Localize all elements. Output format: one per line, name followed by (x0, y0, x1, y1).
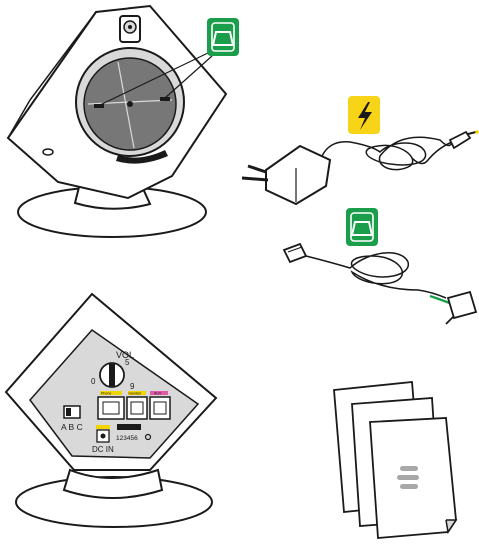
telephone-cable (284, 208, 476, 324)
volume-mark-9: 9 (130, 382, 135, 391)
phone-cord (306, 253, 446, 298)
abc-switch-label: A B C (61, 422, 83, 432)
base-station-rear: VOL 0 5 9 Phone Handset AUX A B C DC IN … (6, 294, 216, 527)
barrel-tip (468, 132, 476, 134)
plug-prong (242, 178, 268, 180)
power-adapter-body (266, 146, 330, 204)
cube-side-hole (43, 149, 53, 155)
phone-cable-badge (346, 208, 378, 246)
port-label-aux: AUX (154, 392, 162, 396)
dc-in-label: DC IN (92, 445, 114, 454)
phone-port-inner (103, 402, 119, 414)
disc-center (127, 101, 133, 107)
volume-mark-5: 5 (125, 358, 130, 367)
rj-plug-left (284, 244, 306, 262)
base-station-front (8, 6, 239, 237)
port-label-handset: Handset (129, 392, 142, 396)
power-cable (322, 137, 452, 169)
rear-stand-neck (64, 470, 162, 498)
handset-port-inner (131, 402, 143, 414)
abc-switch-slider (66, 408, 71, 416)
power-supply (242, 96, 479, 204)
headset-clip-pin (128, 25, 132, 29)
rj-plug-latch (446, 316, 454, 324)
page-fold (446, 520, 456, 532)
plug-prong (248, 166, 266, 172)
volume-dial-knob (109, 364, 115, 386)
volume-mark-0: 0 (91, 377, 96, 386)
documentation-booklets (334, 382, 456, 538)
dc-in-color (96, 425, 110, 429)
document-lines-icon (397, 466, 419, 489)
port-label-phone: Phone (101, 392, 111, 396)
rj-plug-right (448, 292, 476, 318)
dip-switch-label: 123456 (116, 435, 138, 442)
phone-connection-badge (207, 18, 239, 56)
dc-in-pin (101, 434, 106, 439)
aux-port-inner (154, 402, 166, 414)
power-badge (348, 96, 380, 134)
charge-contact (94, 104, 104, 108)
barrel-plug (450, 132, 470, 148)
dip-switch-block (117, 424, 141, 430)
barrel-tip-color (475, 130, 479, 134)
